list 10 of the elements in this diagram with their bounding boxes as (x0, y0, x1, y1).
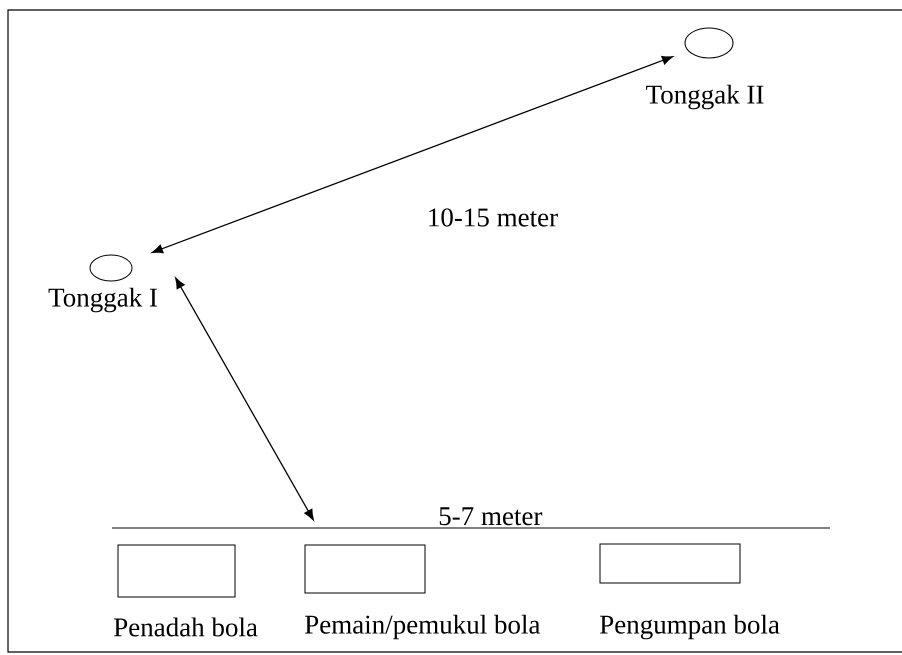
edge-label: 10-15 meter (426, 207, 560, 228)
node-label: Pemain/pemukul bola (305, 614, 540, 640)
node-label: Tonggak I (48, 288, 157, 312)
batting-line (112, 527, 830, 528)
distance-arrow (175, 278, 314, 520)
node-label: Penadah bola (114, 617, 258, 636)
distance-arrow (152, 56, 674, 254)
node-label: Tonggak II (646, 84, 764, 110)
node-label: Pengumpan bola (600, 614, 780, 640)
distance-label: 5-7 meter (440, 507, 542, 526)
